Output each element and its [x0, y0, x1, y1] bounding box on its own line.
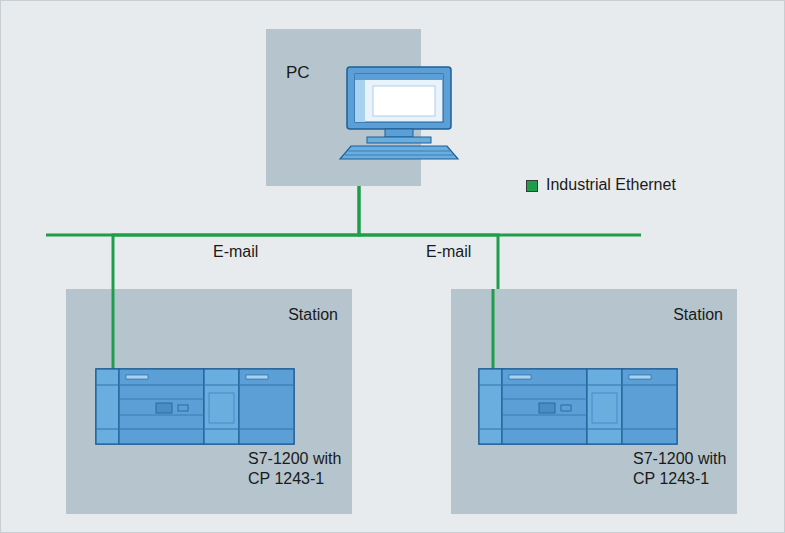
- ethernet-drop: [492, 289, 495, 369]
- device-label: S7-1200 with CP 1243-1: [248, 449, 346, 489]
- edge-label: E-mail: [423, 242, 474, 262]
- edge-label: E-mail: [210, 242, 261, 262]
- ethernet-link: [113, 186, 359, 289]
- device-label: S7-1200 with CP 1243-1: [633, 449, 731, 489]
- plc-symbol: [96, 369, 294, 444]
- ethernet-drop: [112, 289, 115, 369]
- node-title: PC: [286, 63, 310, 83]
- legend-text: Industrial Ethernet: [543, 175, 679, 195]
- legend-swatch: [526, 180, 538, 192]
- node-title: Station: [288, 305, 338, 325]
- node-title: Station: [673, 305, 723, 325]
- plc-symbol: [479, 369, 677, 444]
- ethernet-link: [359, 186, 498, 289]
- pc-icon: [340, 67, 458, 159]
